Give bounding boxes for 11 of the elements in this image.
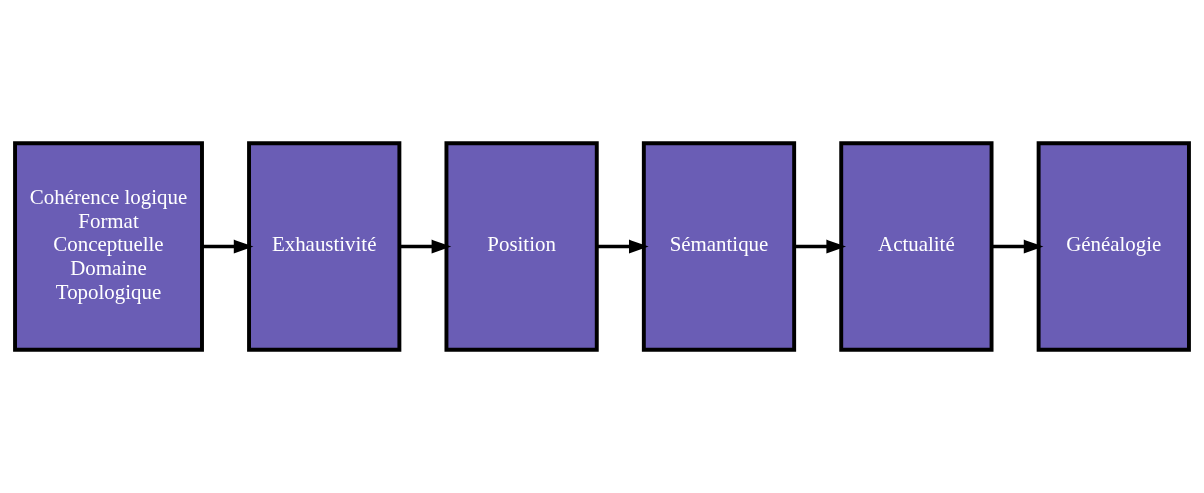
node-box: Sémantique <box>641 141 797 352</box>
node-box: Exhaustivité <box>247 141 402 352</box>
arrow <box>597 239 649 254</box>
node-box: Cohérence logique Format Conceptuelle Domaine Topologique <box>13 141 204 352</box>
arrow <box>202 239 254 254</box>
arrow <box>991 239 1044 254</box>
arrow <box>794 239 847 254</box>
arrow <box>399 239 452 254</box>
node-box: Actualité <box>839 141 994 352</box>
node-box: Position <box>444 141 599 352</box>
node-box: Généalogie <box>1036 141 1191 352</box>
